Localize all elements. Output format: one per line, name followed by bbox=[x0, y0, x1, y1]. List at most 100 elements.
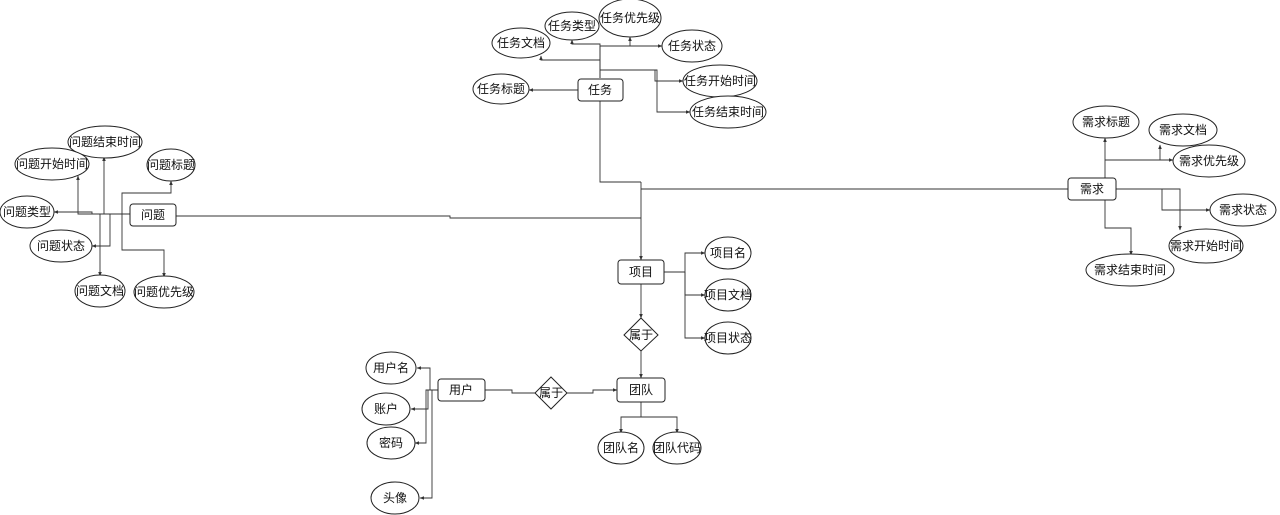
attribute-label: 项目状态 bbox=[704, 331, 752, 345]
edge-task-priority bbox=[599, 36, 632, 78]
attr-req-doc[interactable]: 需求文档 bbox=[1148, 113, 1218, 147]
attr-team-code[interactable]: 团队代码 bbox=[652, 431, 702, 465]
edge-belongs2-team bbox=[567, 388, 618, 394]
attribute-label: 账户 bbox=[374, 401, 398, 416]
relationship-label: 属于 bbox=[539, 386, 563, 400]
attribute-label: 项目文档 bbox=[704, 287, 752, 302]
attr-req-start[interactable]: 需求开始时间 bbox=[1168, 228, 1244, 264]
attribute-label: 问题状态 bbox=[37, 239, 85, 253]
edge-team-name bbox=[619, 401, 642, 434]
attr-issue-start[interactable]: 问题开始时间 bbox=[14, 147, 90, 181]
entity-issue[interactable]: 问题 bbox=[129, 203, 177, 227]
edge-user-avatar bbox=[419, 389, 438, 500]
attr-task-title[interactable]: 任务标题 bbox=[472, 73, 530, 105]
attribute-label: 需求开始时间 bbox=[1170, 239, 1242, 253]
edge-issue-project bbox=[176, 215, 641, 219]
attribute-label: 问题结束时间 bbox=[69, 135, 141, 149]
attr-req-title[interactable]: 需求标题 bbox=[1072, 105, 1140, 139]
edge-task-project bbox=[599, 101, 641, 183]
edge-user-password bbox=[414, 389, 438, 445]
edge-task-type bbox=[570, 39, 601, 78]
attribute-label: 需求结束时间 bbox=[1094, 263, 1166, 277]
attribute-label: 问题开始时间 bbox=[16, 157, 88, 171]
attribute-label: 问题文档 bbox=[76, 283, 124, 298]
edge-user-name bbox=[416, 366, 438, 391]
edge-team-code bbox=[641, 416, 679, 434]
edge-task-end bbox=[599, 69, 691, 114]
attribute-label: 团队名 bbox=[603, 440, 639, 455]
attribute-label: 团队代码 bbox=[653, 440, 701, 455]
attr-project-status[interactable]: 项目状态 bbox=[704, 321, 752, 355]
attr-req-status[interactable]: 需求状态 bbox=[1209, 193, 1277, 227]
attr-req-priority[interactable]: 需求优先级 bbox=[1172, 144, 1246, 178]
entity-requirement[interactable]: 需求 bbox=[1067, 177, 1117, 201]
attribute-label: 需求状态 bbox=[1219, 203, 1267, 217]
attribute-label: 需求文档 bbox=[1159, 122, 1207, 137]
edge-issue-doc bbox=[98, 213, 130, 277]
edge-user-account bbox=[410, 389, 438, 411]
edge-user-belongs bbox=[485, 389, 535, 394]
edge-req-end bbox=[1104, 200, 1133, 256]
edge-req-doc bbox=[1105, 144, 1162, 161]
entity-label: 问题 bbox=[141, 208, 165, 222]
attribute-label: 头像 bbox=[383, 491, 407, 505]
edge-issue-end bbox=[102, 156, 130, 215]
attr-user-name[interactable]: 用户名 bbox=[365, 351, 417, 385]
attr-task-doc[interactable]: 任务文档 bbox=[491, 27, 551, 59]
attr-req-end[interactable]: 需求结束时间 bbox=[1085, 253, 1175, 287]
entity-team[interactable]: 团队 bbox=[616, 377, 666, 403]
attribute-label: 问题类型 bbox=[3, 205, 51, 219]
attribute-label: 任务文档 bbox=[497, 35, 545, 50]
attr-project-name[interactable]: 项目名 bbox=[704, 236, 752, 270]
attribute-label: 任务开始时间 bbox=[684, 73, 756, 88]
entity-label: 需求 bbox=[1080, 182, 1104, 196]
connectors bbox=[53, 36, 1211, 500]
attr-task-priority[interactable]: 任务优先级 bbox=[598, 0, 662, 38]
edge-task-status bbox=[599, 44, 663, 78]
edge-project-name bbox=[664, 251, 706, 273]
attribute-label: 项目名 bbox=[710, 245, 746, 260]
attr-issue-doc[interactable]: 问题文档 bbox=[74, 274, 126, 308]
attr-user-password[interactable]: 密码 bbox=[366, 426, 416, 460]
attribute-label: 任务结束时间 bbox=[692, 104, 764, 119]
attribute-label: 任务优先级 bbox=[600, 10, 660, 25]
attr-issue-priority[interactable]: 问题优先级 bbox=[133, 275, 195, 309]
relationship-user-team[interactable]: 属于 bbox=[534, 376, 568, 410]
attribute-label: 需求标题 bbox=[1082, 115, 1130, 129]
attr-task-end[interactable]: 任务结束时间 bbox=[689, 95, 767, 129]
attr-issue-type[interactable]: 问题类型 bbox=[0, 195, 55, 229]
attr-task-type[interactable]: 任务类型 bbox=[544, 11, 600, 41]
edge-issue-priority bbox=[121, 213, 166, 278]
attribute-label: 用户名 bbox=[373, 360, 409, 375]
attr-issue-status[interactable]: 问题状态 bbox=[29, 229, 93, 263]
entity-user[interactable]: 用户 bbox=[437, 378, 486, 402]
attribute-label: 密码 bbox=[379, 435, 403, 450]
attr-user-account[interactable]: 账户 bbox=[361, 392, 411, 426]
relationship-project-team[interactable]: 属于 bbox=[623, 317, 659, 352]
attribute-label: 任务状态 bbox=[668, 38, 716, 53]
edge-issue-status bbox=[91, 213, 130, 248]
attribute-label: 问题标题 bbox=[147, 158, 195, 172]
attr-user-avatar[interactable]: 头像 bbox=[370, 481, 420, 515]
entity-label: 任务 bbox=[588, 82, 612, 97]
entity-label: 团队 bbox=[629, 382, 653, 397]
attr-issue-title[interactable]: 问题标题 bbox=[146, 148, 196, 182]
edge-project-status bbox=[684, 272, 706, 340]
edge-req-start bbox=[1116, 188, 1182, 231]
attr-project-doc[interactable]: 项目文档 bbox=[704, 278, 752, 312]
attr-issue-end[interactable]: 问题结束时间 bbox=[67, 125, 143, 159]
edge-req-status bbox=[1116, 188, 1211, 212]
attr-task-status[interactable]: 任务状态 bbox=[661, 29, 723, 63]
attribute-label: 任务类型 bbox=[548, 18, 596, 33]
entity-task[interactable]: 任务 bbox=[577, 78, 624, 102]
entity-label: 项目 bbox=[629, 265, 653, 279]
edge-project-doc bbox=[684, 272, 706, 297]
attr-team-name[interactable]: 团队名 bbox=[597, 431, 645, 465]
attribute-label: 任务标题 bbox=[477, 81, 525, 96]
attribute-label: 问题优先级 bbox=[134, 285, 194, 299]
entity-project[interactable]: 项目 bbox=[617, 259, 665, 285]
relationship-label: 属于 bbox=[629, 328, 653, 342]
attr-task-start[interactable]: 任务开始时间 bbox=[682, 64, 758, 98]
attribute-label: 需求优先级 bbox=[1179, 154, 1239, 168]
